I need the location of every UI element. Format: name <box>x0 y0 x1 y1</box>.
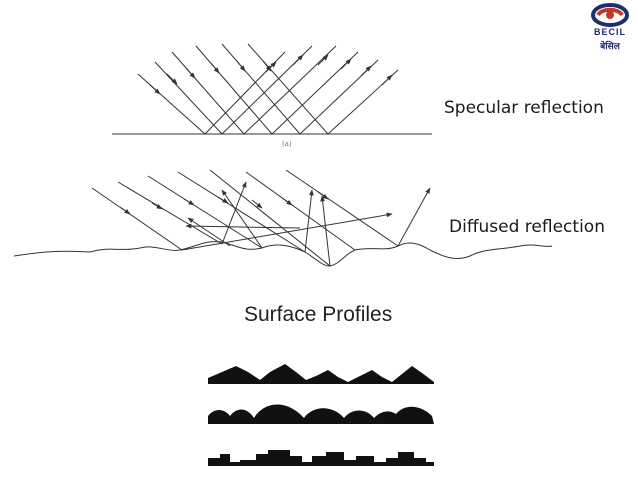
scattered-ray <box>221 181 247 245</box>
incident-arrow <box>262 60 272 72</box>
incident-ray <box>221 43 301 135</box>
diffused-diagram <box>13 169 553 267</box>
incident-ray <box>171 51 245 135</box>
scattered-ray <box>304 189 314 253</box>
incident-ray <box>137 73 206 135</box>
surface-profiles-title: Surface Profiles <box>244 303 393 326</box>
incident-ray <box>147 175 263 249</box>
incident-ray <box>117 181 223 245</box>
figure-caption: (a) <box>282 140 292 148</box>
specular-diagram <box>112 43 432 135</box>
reflected-arrow <box>265 61 277 73</box>
scattered-ray <box>320 195 331 267</box>
reflected-arrow <box>292 54 304 66</box>
profile-rectangular <box>208 450 434 466</box>
incident-ray <box>285 169 399 247</box>
incident-ray <box>195 45 273 135</box>
surface-profiles <box>208 364 434 466</box>
incident-arrow <box>183 198 195 206</box>
scattered-ray <box>397 187 431 247</box>
incident-arrow <box>317 191 329 200</box>
incident-arrow <box>119 206 131 215</box>
incident-arrow <box>151 202 163 210</box>
diffused-reflection-label: Diffused reflection <box>449 217 605 237</box>
reflected-arrow <box>340 58 352 70</box>
incident-ray <box>154 61 223 135</box>
incident-arrow <box>281 197 293 206</box>
incident-ray <box>91 187 183 251</box>
incident-arrow <box>236 60 246 72</box>
incident-arrow <box>217 196 229 204</box>
becil-logo: BECIL बेसिल <box>584 2 636 52</box>
scattered-ray <box>185 223 301 229</box>
logo-emblem-icon <box>591 3 629 27</box>
logo-text-en: BECIL <box>594 27 626 37</box>
incident-arrow <box>251 199 263 209</box>
scattered-ray <box>181 212 393 251</box>
reflected-arrow <box>317 54 329 66</box>
scattered-ray <box>221 189 263 249</box>
reflected-arrow <box>381 74 393 86</box>
incident-arrow <box>210 62 220 74</box>
incident-arrow <box>185 67 196 79</box>
reflected-arrow <box>360 65 372 77</box>
incident-arrow <box>149 84 161 95</box>
specular-reflection-label: Specular reflection <box>444 98 604 118</box>
rough-surface-line <box>13 241 553 267</box>
profile-triangular <box>208 364 434 384</box>
incident-arrow <box>166 73 178 85</box>
logo-text-hi: बेसिल <box>600 42 620 52</box>
scattered-ray <box>187 217 231 247</box>
reflected-ray <box>243 45 337 135</box>
incident-ray <box>177 171 306 253</box>
incident-ray <box>245 171 356 251</box>
profile-rounded <box>208 404 434 424</box>
incident-ray <box>247 43 329 135</box>
incident-ray <box>209 169 331 267</box>
